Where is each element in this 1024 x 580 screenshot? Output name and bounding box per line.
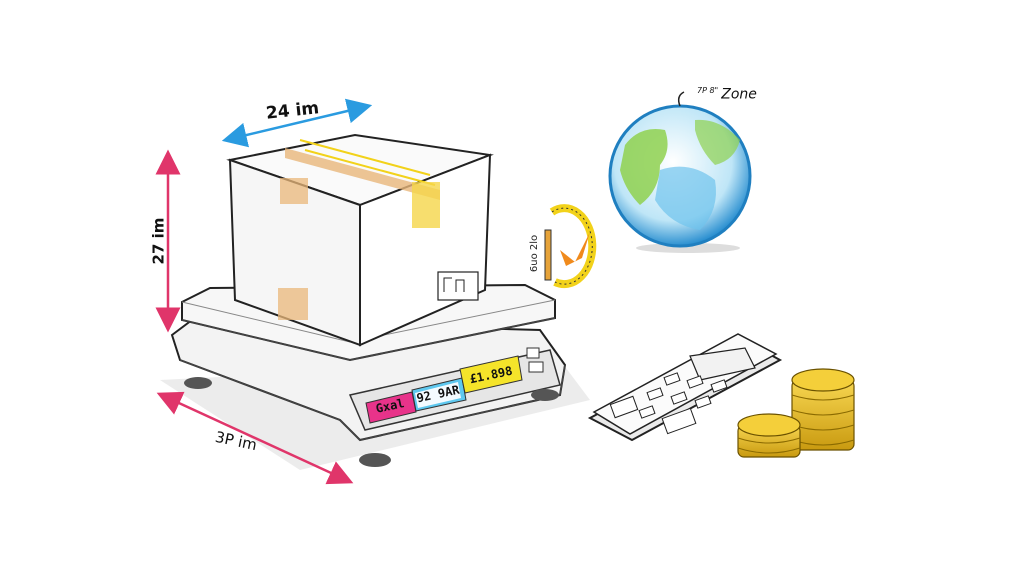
tape-measure [544, 204, 597, 289]
package-box [226, 133, 494, 347]
coin-stacks [737, 368, 855, 458]
width-dimension-arrow [221, 98, 373, 148]
globe-zone-text: Zone [721, 86, 757, 103]
globe [608, 91, 752, 253]
globe-zone-label: 7P 8"Zone [697, 86, 757, 103]
depth-dimension-arrow [156, 391, 354, 485]
height-dimension-label: 27 im [149, 217, 168, 265]
calculator [587, 333, 783, 442]
tape-measure-label: 6uo 2lo [529, 234, 541, 273]
globe-zone-small-text: 7P 8" [697, 86, 719, 95]
